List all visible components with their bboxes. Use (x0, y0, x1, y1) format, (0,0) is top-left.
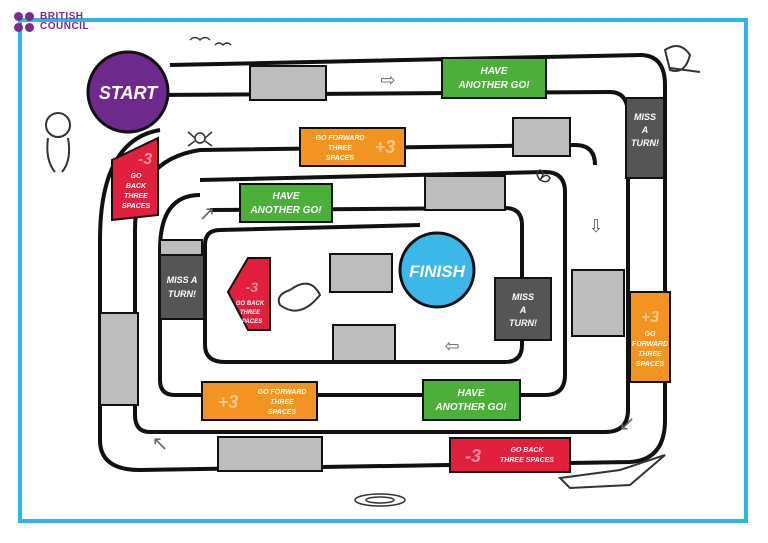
go-back-square (111, 136, 159, 222)
plus-three-badge: +3 (218, 392, 239, 412)
logo-line2: COUNCIL (40, 21, 90, 32)
square-text: MISS (512, 292, 534, 302)
square-text: TURN! (631, 138, 659, 148)
grey-square (512, 117, 571, 157)
square-text: GO BACK (510, 447, 544, 454)
square-text: FORWARD (632, 341, 668, 348)
square-text: BACK (126, 183, 147, 190)
square-text: HAVE (457, 388, 484, 399)
square-text: GO (131, 173, 142, 180)
grey-square (217, 436, 323, 472)
go-forward-square (201, 381, 318, 421)
square-text: TURN! (168, 289, 196, 299)
square-text: ANOTHER GO! (434, 402, 507, 413)
have-another-go-square (422, 379, 521, 421)
go-back-square (226, 257, 271, 331)
square-text: THREE (638, 351, 662, 358)
track-inner-border (158, 169, 567, 397)
miss-a-turn-square (494, 277, 552, 341)
go-forward-square (629, 291, 671, 383)
butterfly-icon (536, 169, 551, 183)
have-another-go-square (239, 183, 333, 223)
finish-label: FINISH (409, 262, 465, 281)
square-text: MISS A (167, 275, 198, 285)
arrow-right-icon: ⇨ (380, 70, 395, 91)
arrow-left-icon: ⇦ (444, 336, 459, 357)
spider-icon (187, 131, 213, 147)
grey-square (99, 312, 139, 406)
square-text: ANOTHER GO! (249, 205, 322, 216)
square-text: GO FORWARD (316, 135, 365, 142)
miss-a-turn-square (159, 254, 205, 320)
square-text: A (519, 305, 527, 315)
grey-square (249, 65, 327, 101)
logo-dots-icon (14, 12, 34, 32)
square-text: TURN! (509, 318, 537, 328)
have-another-go-square (441, 57, 547, 99)
miss-a-turn-square (625, 97, 665, 179)
square-text: SPACES (636, 361, 665, 368)
square-text: THREE (328, 145, 352, 152)
parrot-icon (663, 45, 701, 73)
curved-arrow-icon: ↗ (199, 201, 216, 225)
water-ripples-icon (354, 493, 406, 507)
square-text: A (641, 125, 649, 135)
logo-line1: BRITISH (40, 11, 84, 22)
british-council-logo: BRITISH COUNCIL (14, 12, 89, 32)
square-text: SPACES (268, 409, 297, 416)
square-text: THREE (240, 310, 261, 316)
birds-icon (189, 36, 232, 47)
monkey-icon (45, 112, 71, 173)
square-text: THREE SPACES (500, 457, 554, 464)
curved-arrow-icon: ↖ (152, 431, 169, 455)
square-text: THREE (124, 193, 148, 200)
board-frame (18, 18, 748, 523)
go-forward-square (299, 127, 406, 167)
plus-three-badge: +3 (375, 137, 396, 157)
minus-three-badge: -3 (465, 446, 481, 466)
square-text: HAVE (272, 191, 299, 202)
square-text: GO (645, 331, 656, 338)
plus-three-badge: +3 (641, 309, 659, 326)
square-text: HAVE (480, 66, 507, 77)
start-circle (86, 50, 170, 134)
square-text: SPACES (122, 203, 151, 210)
grey-square (332, 324, 396, 362)
grey-square (571, 269, 625, 337)
grey-square (424, 175, 506, 211)
snake-icon (277, 282, 322, 312)
go-back-square (449, 437, 571, 473)
square-text: ANOTHER GO! (457, 80, 530, 91)
square-text: SPACES (326, 155, 355, 162)
minus-three-badge: -3 (246, 279, 259, 295)
start-label: START (99, 83, 159, 103)
square-text: THREE (270, 399, 294, 406)
square-text: SPACES (238, 319, 262, 325)
grey-square (329, 253, 393, 293)
square-text: GO BACK (236, 301, 265, 307)
curved-arrow-icon: ↙ (619, 411, 636, 435)
minus-three-badge: -3 (138, 151, 152, 168)
finish-circle (398, 231, 476, 309)
crocodile-icon (557, 454, 666, 490)
square-text: GO FORWARD (258, 389, 307, 396)
square-text: MISS (634, 112, 656, 122)
arrow-down-icon: ⇩ (588, 216, 603, 237)
